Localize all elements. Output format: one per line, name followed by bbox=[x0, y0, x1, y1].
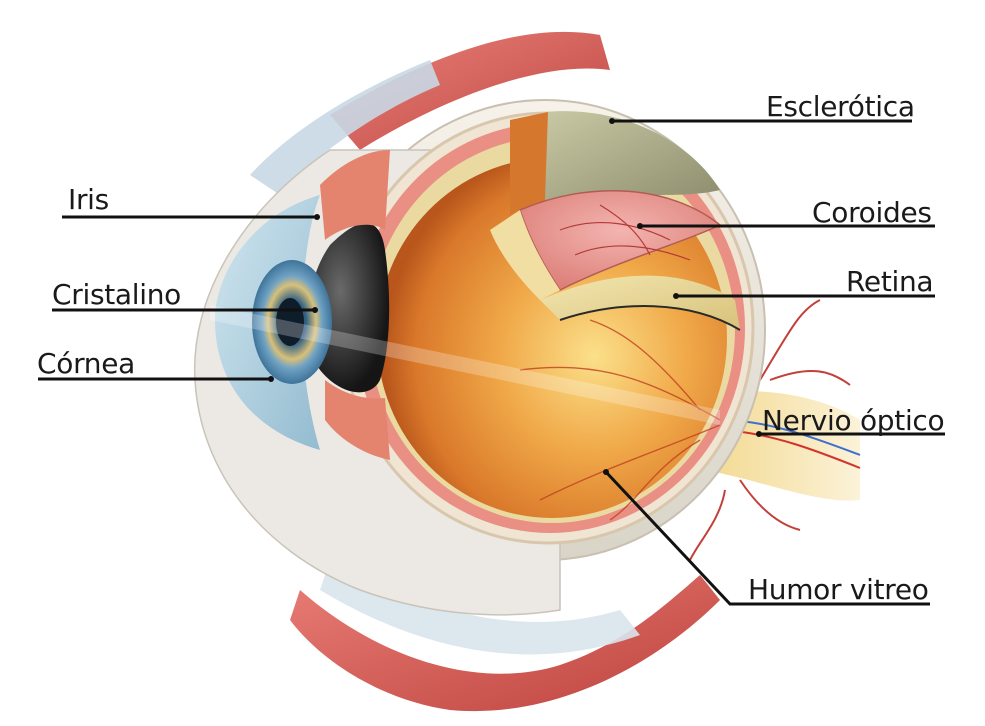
label-coroides: Coroides bbox=[812, 196, 932, 229]
retinal-vessels bbox=[519, 319, 721, 521]
ciliary-lower bbox=[325, 380, 390, 460]
leader-dots bbox=[268, 118, 762, 475]
label-retina: Retina bbox=[846, 265, 934, 298]
inferior-muscle bbox=[290, 560, 720, 712]
cutaway-layers bbox=[490, 111, 741, 331]
label-iris: Iris bbox=[68, 183, 109, 216]
label-esclerotica: Esclerótica bbox=[766, 90, 915, 123]
leader-humor bbox=[604, 470, 930, 606]
leader-lines bbox=[38, 119, 945, 606]
light-beam bbox=[210, 305, 720, 425]
label-humor-vitreo: Humor vitreo bbox=[748, 573, 929, 606]
superior-muscle bbox=[250, 31, 610, 195]
ciliary-body bbox=[320, 150, 390, 240]
label-cristalino: Cristalino bbox=[52, 278, 182, 311]
label-cornea: Córnea bbox=[37, 347, 136, 380]
lens bbox=[307, 223, 390, 393]
label-nervio-optico: Nervio óptico bbox=[762, 404, 945, 437]
